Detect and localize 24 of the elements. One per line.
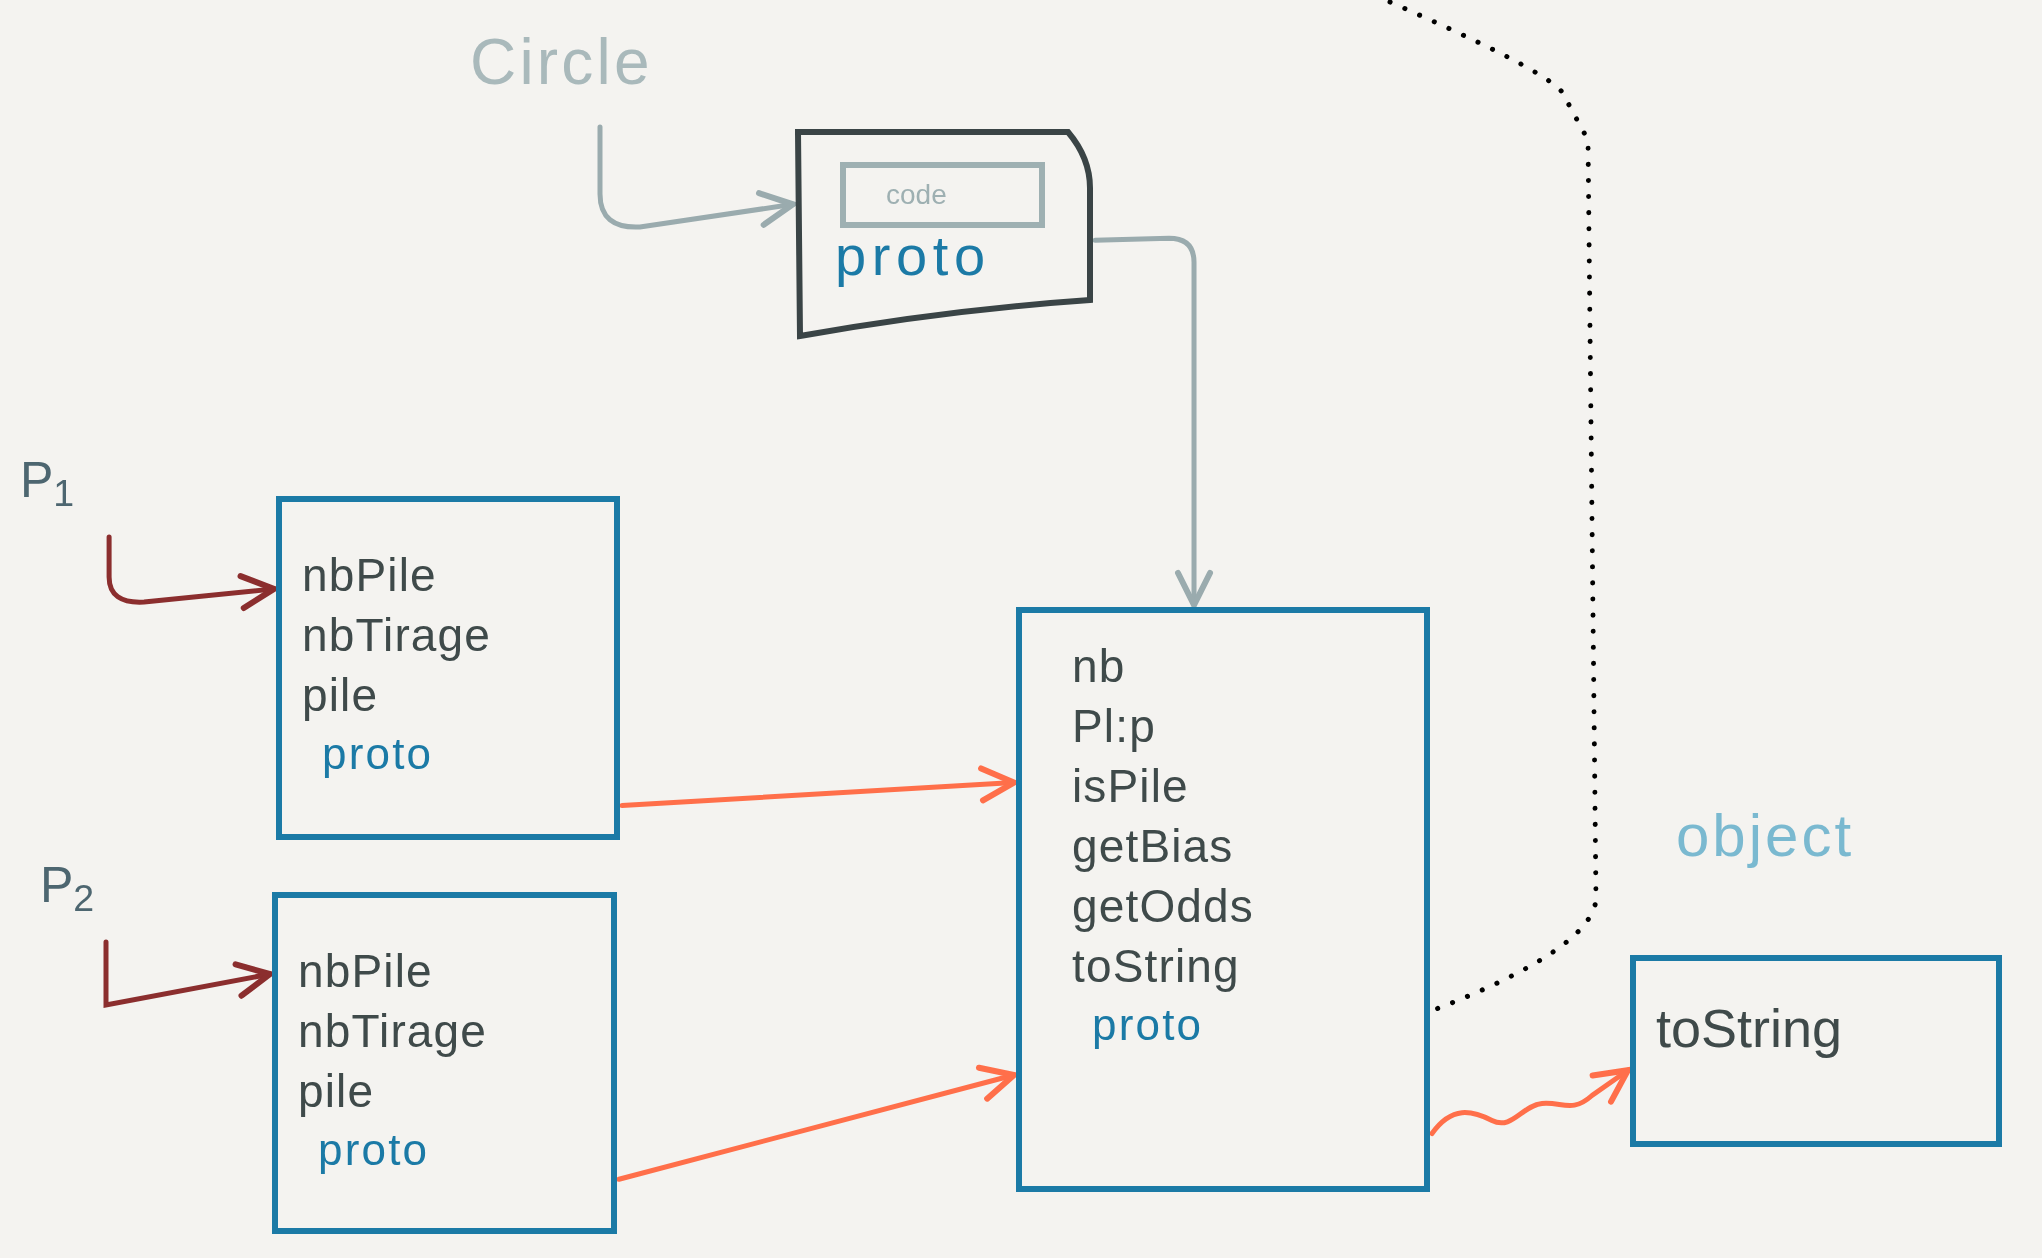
property-text: nb — [1072, 643, 1127, 689]
arrow — [1092, 235, 1213, 608]
code-text: code — [886, 181, 947, 209]
code-box — [840, 162, 1045, 228]
arrow — [597, 124, 796, 230]
object-box — [272, 892, 617, 1234]
arrow — [1429, 1067, 1631, 1136]
dotted-connector — [1387, 0, 1599, 1014]
arrow — [103, 939, 273, 1008]
property-text: isPile — [1072, 763, 1190, 809]
class-label: Circle — [470, 30, 654, 94]
proto-text: proto — [321, 732, 435, 776]
object-box — [276, 496, 620, 840]
proto-text: proto — [317, 1128, 431, 1172]
arrow — [619, 765, 1017, 809]
property-text: nbPile — [302, 552, 438, 598]
object-heading: object — [1676, 801, 1855, 871]
prototype-box — [1016, 607, 1430, 1192]
arrow — [616, 1064, 1017, 1182]
arrow — [106, 534, 277, 611]
variable-label: P$_{2}$ — [40, 860, 96, 910]
proto-text: proto — [1091, 1003, 1205, 1047]
variable-label: P$_{1}$ — [20, 455, 76, 505]
property-text: nbPile — [298, 948, 434, 994]
